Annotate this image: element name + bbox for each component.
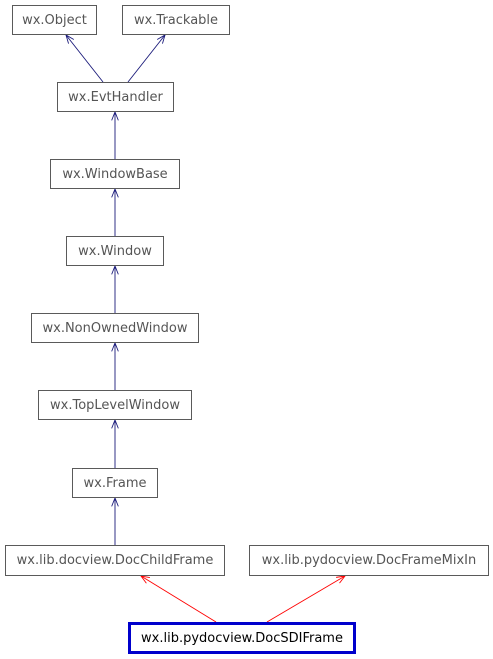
node-wx-nonownedwindow[interactable]: wx.NonOwnedWindow [31,313,199,343]
arrowhead-docsdiframe-to-docchildframe [139,575,150,584]
edge-docsdiframe-to-docchildframe [140,575,217,623]
arrowhead-evthandler-to-trackable [156,34,166,44]
arrowhead-nonownedwindow-to-window [111,264,119,275]
edge-docsdiframe-to-docframemixin [266,575,346,623]
node-wx-lib-docview-docchildframe[interactable]: wx.lib.docview.DocChildFrame [5,545,225,576]
edge-evthandler-to-trackable [127,34,166,83]
arrowhead-window-to-windowbase [111,187,119,198]
arrowhead-frame-to-toplevelwindow [111,418,119,429]
arrowhead-toplevelwindow-to-nonownedwindow [111,341,119,352]
node-wx-lib-pydocview-docframemixin[interactable]: wx.lib.pydocview.DocFrameMixIn [249,545,489,576]
arrowhead-evthandler-to-object [65,34,75,44]
node-wx-windowbase[interactable]: wx.WindowBase [50,159,180,189]
node-wx-lib-pydocview-docsdiframe[interactable]: wx.lib.pydocview.DocSDIFrame [128,622,356,654]
arrowhead-docsdiframe-to-docframemixin [336,575,347,584]
edge-evthandler-to-object [65,34,104,83]
arrowhead-windowbase-to-evthandler [111,110,119,121]
node-wx-trackable[interactable]: wx.Trackable [122,5,230,35]
node-wx-frame[interactable]: wx.Frame [72,468,158,498]
node-wx-window[interactable]: wx.Window [66,236,164,266]
node-wx-object[interactable]: wx.Object [12,5,97,35]
node-wx-toplevelwindow[interactable]: wx.TopLevelWindow [38,390,192,420]
arrowhead-docchildframe-to-frame [111,496,119,507]
node-wx-evthandler[interactable]: wx.EvtHandler [57,82,174,112]
